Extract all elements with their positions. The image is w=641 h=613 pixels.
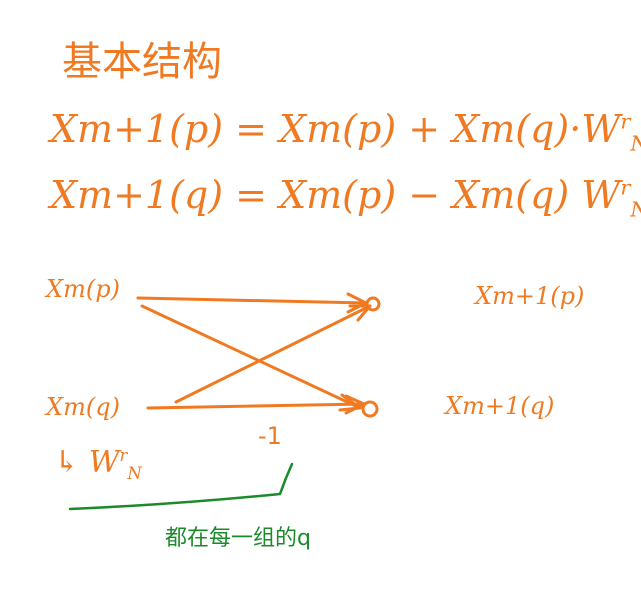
input-label-q: Xm(q) xyxy=(46,393,120,421)
twiddle-sub: N xyxy=(127,464,142,483)
equation-output-q-text: Xm+1(q) = Xm(p) − Xm(q) W xyxy=(50,173,621,217)
arrowhead-p-to-q xyxy=(338,393,362,412)
input-label-p: Xm(p) xyxy=(46,275,120,303)
equation-output-q-sup: r xyxy=(620,175,631,200)
twiddle-text: W xyxy=(88,445,120,480)
node-out-p xyxy=(365,296,381,312)
green-bracket xyxy=(68,462,294,511)
equation-output-p: Xm+1(p) = Xm(p) + Xm(q)·WrN xyxy=(50,110,641,155)
equation-output-p-sup: r xyxy=(620,109,631,134)
edge-q-to-p xyxy=(174,304,372,404)
edge-p-to-p xyxy=(136,296,368,305)
twiddle-arrow-icon: ↳ xyxy=(54,445,80,480)
twiddle-sup: r xyxy=(119,446,128,465)
equation-output-q-sub: N xyxy=(630,198,641,222)
twiddle-factor-label: ↳ WrN xyxy=(54,445,142,483)
equation-output-q: Xm+1(q) = Xm(p) − Xm(q) WrN xyxy=(50,176,641,221)
equation-output-p-text: Xm+1(p) = Xm(p) + Xm(q)·W xyxy=(50,107,621,151)
edge-q-to-q xyxy=(146,402,366,410)
output-label-q: Xm+1(q) xyxy=(445,392,555,420)
equation-output-p-sub: N xyxy=(630,132,641,156)
green-note: 都在每一组的q xyxy=(165,526,311,551)
node-out-q xyxy=(361,400,379,418)
edge-p-to-q xyxy=(140,304,362,410)
title-basic-structure: 基本结构 xyxy=(62,39,222,85)
arrowhead-q-to-p xyxy=(348,304,372,322)
output-label-p: Xm+1(p) xyxy=(475,282,585,310)
multiplier-label: -1 xyxy=(258,422,282,450)
